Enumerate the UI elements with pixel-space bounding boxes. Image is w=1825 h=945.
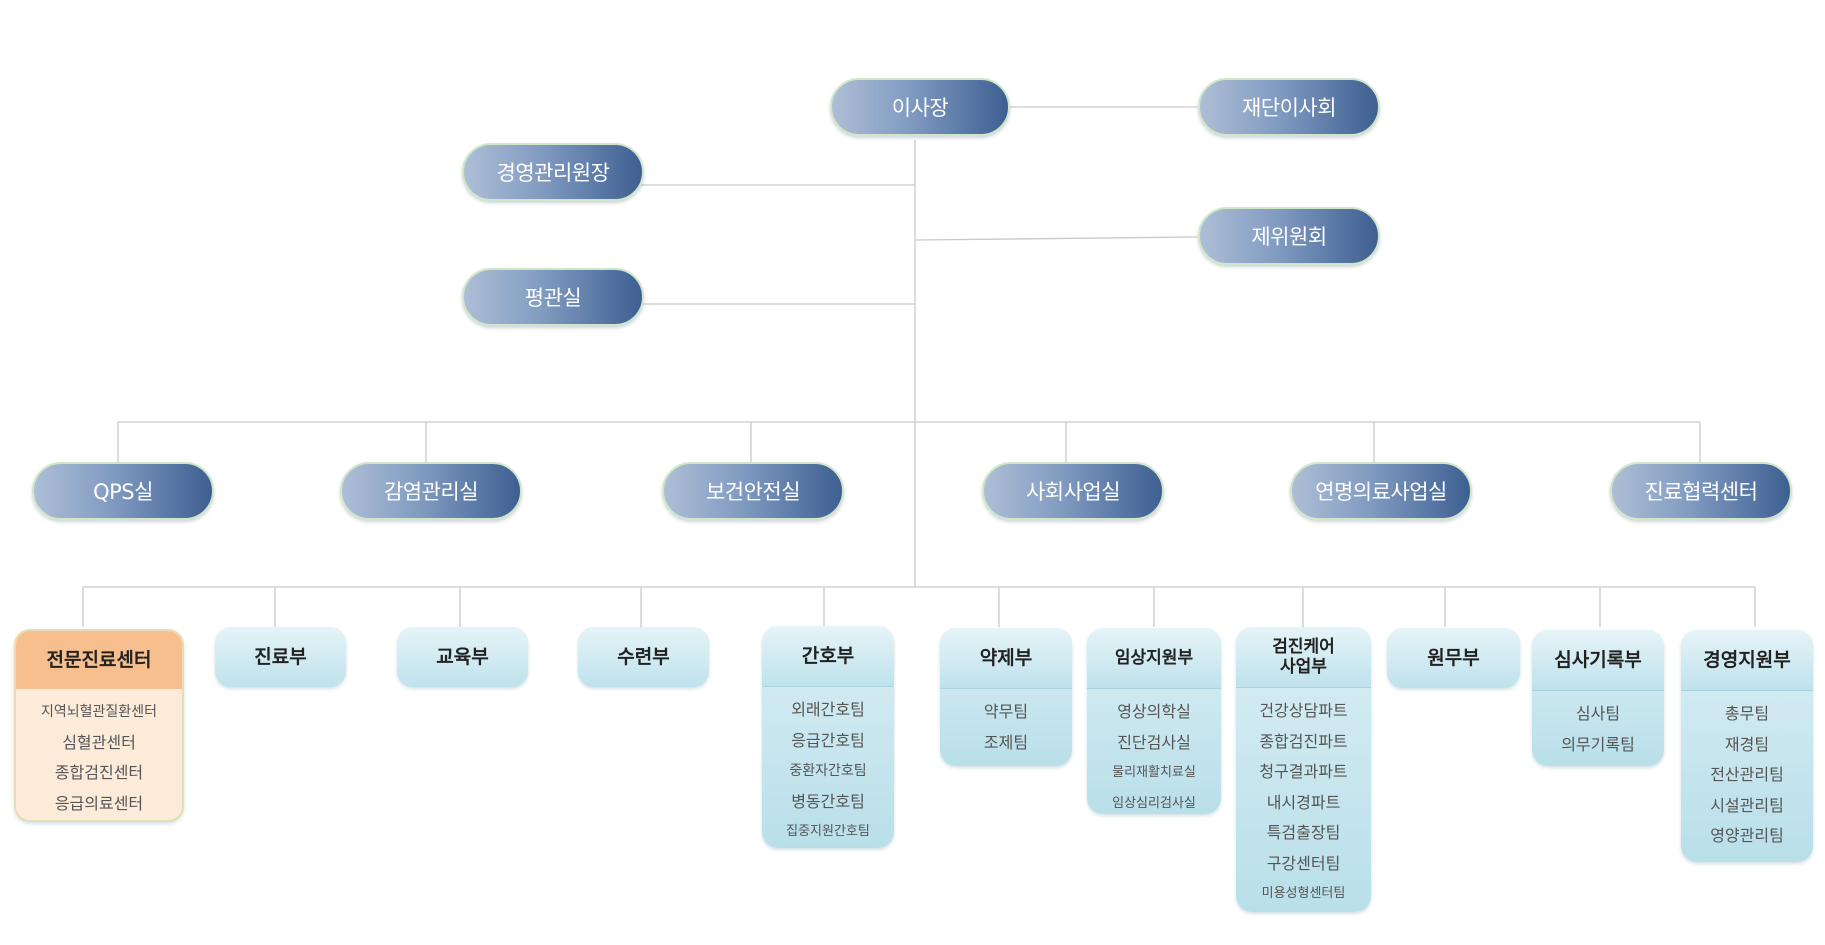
chairman-node: 이사장 — [830, 78, 1010, 136]
team-list: 총무팀 재경팀 전산관리팀 시설관리팀 영양관리팀 — [1681, 691, 1813, 852]
office-life-sustaining-care: 연명의료사업실 — [1290, 462, 1472, 520]
dept-title: 검진케어 사업부 — [1236, 627, 1371, 688]
list-item: 청구결과파트 — [1259, 762, 1348, 781]
list-item: 재경팀 — [1724, 734, 1770, 754]
list-item: 건강상담파트 — [1259, 701, 1348, 720]
evaluation-office-node: 평관실 — [462, 268, 644, 326]
connector — [914, 236, 1198, 241]
dept-pharmacy: 약제부 약무팀 조제팀 — [940, 628, 1072, 766]
list-item: 병동간호팀 — [791, 791, 865, 811]
dept-title: 임상지원부 — [1087, 628, 1221, 689]
dept-management-support: 경영지원부 총무팀 재경팀 전산관리팀 시설관리팀 영양관리팀 — [1681, 630, 1813, 862]
team-list: 지역뇌혈관질환센터 심혈관센터 종합검진센터 응급의료센터 — [16, 689, 182, 819]
list-item: 응급간호팀 — [791, 730, 865, 750]
list-item: 종합검진파트 — [1259, 731, 1348, 751]
office-social-work: 사회사업실 — [982, 462, 1164, 520]
list-item: 의무기록팀 — [1561, 734, 1635, 754]
list-item: 내시경파트 — [1266, 792, 1341, 812]
list-item: 약무팀 — [983, 702, 1029, 721]
dept-title: 원무부 — [1387, 628, 1520, 688]
list-item: 전산관리팀 — [1710, 765, 1784, 784]
list-item: 심사팀 — [1575, 704, 1621, 723]
list-item: 지역뇌혈관질환센터 — [41, 704, 157, 720]
list-item: 응급의료센터 — [54, 793, 144, 813]
list-item: 영양관리팀 — [1710, 826, 1784, 845]
dept-education: 교육부 — [397, 627, 528, 687]
office-health-safety: 보건안전실 — [662, 462, 844, 520]
dept-review-records: 심사기록부 심사팀 의무기록팀 — [1532, 630, 1664, 766]
management-director-node: 경영관리원장 — [462, 143, 644, 201]
list-item: 구강센터팀 — [1266, 853, 1341, 873]
office-infection-control: 감염관리실 — [340, 462, 522, 520]
list-item: 심혈관센터 — [62, 732, 136, 752]
list-item: 물리재활치료실 — [1112, 765, 1196, 780]
list-item: 중환자간호팀 — [789, 763, 867, 779]
dept-title: 전문진료센터 — [16, 631, 182, 689]
dept-specialty-center: 전문진료센터 지역뇌혈관질환센터 심혈관센터 종합검진센터 응급의료센터 — [14, 629, 184, 822]
dept-title: 심사기록부 — [1532, 630, 1664, 691]
list-item: 임상심리검사실 — [1112, 795, 1196, 811]
team-list: 심사팀 의무기록팀 — [1532, 691, 1664, 760]
dept-checkup-care: 검진케어 사업부 건강상담파트 종합검진파트 청구결과파트 내시경파트 특검출장… — [1236, 627, 1371, 912]
dept-medical: 진료부 — [215, 627, 346, 687]
foundation-board-node: 재단이사회 — [1198, 78, 1380, 136]
list-item: 종합검진센터 — [54, 763, 144, 782]
team-list: 건강상담파트 종합검진파트 청구결과파트 내시경파트 특검출장팀 구강센터팀 미… — [1236, 688, 1371, 910]
list-item: 특검출장팀 — [1266, 823, 1341, 842]
office-qps: QPS실 — [32, 462, 214, 520]
dept-training: 수련부 — [578, 627, 709, 687]
team-list: 약무팀 조제팀 — [940, 689, 1072, 758]
list-item: 집중지원간호팀 — [786, 824, 870, 839]
dept-admin: 원무부 — [1387, 628, 1520, 688]
dept-title: 경영지원부 — [1681, 630, 1813, 691]
office-care-cooperation-center: 진료협력센터 — [1610, 462, 1792, 520]
dept-title: 간호부 — [762, 626, 894, 687]
dept-title: 교육부 — [397, 627, 528, 687]
list-item: 외래간호팀 — [791, 700, 865, 719]
list-item: 시설관리팀 — [1710, 795, 1784, 815]
committee-node: 제위원회 — [1198, 207, 1380, 265]
team-list: 외래간호팀 응급간호팀 중환자간호팀 병동간호팀 집중지원간호팀 — [762, 687, 894, 848]
dept-clinical-support: 임상지원부 영상의학실 진단검사실 물리재활치료실 임상심리검사실 — [1087, 628, 1221, 814]
dept-nursing: 간호부 외래간호팀 응급간호팀 중환자간호팀 병동간호팀 집중지원간호팀 — [762, 626, 894, 848]
dept-title: 진료부 — [215, 627, 346, 687]
list-item: 영상의학실 — [1117, 702, 1191, 721]
dept-title: 약제부 — [940, 628, 1072, 689]
list-item: 총무팀 — [1724, 704, 1770, 723]
list-item: 진단검사실 — [1117, 732, 1191, 752]
team-list: 영상의학실 진단검사실 물리재활치료실 임상심리검사실 — [1087, 689, 1221, 814]
dept-title: 수련부 — [578, 627, 709, 687]
list-item: 미용성형센터팀 — [1261, 886, 1346, 901]
list-item: 조제팀 — [983, 732, 1029, 752]
